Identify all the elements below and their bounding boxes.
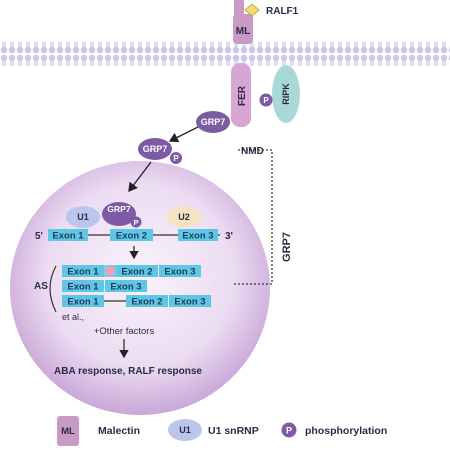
grp7-to-phospho-arrow bbox=[168, 126, 199, 143]
malectin-label: ML bbox=[236, 26, 250, 37]
et-al-label: et al., bbox=[62, 312, 84, 322]
ripk-label: RIPK bbox=[281, 83, 291, 105]
fer-phospho-label: P bbox=[263, 96, 269, 105]
legend-malectin-symbol bbox=[57, 416, 79, 446]
ralf1-ligand bbox=[244, 3, 260, 17]
pre-exon-3-label: Exon 3 bbox=[182, 231, 213, 242]
legend-malectin-text: Malectin bbox=[98, 425, 140, 437]
iso3-exon-2 bbox=[126, 295, 168, 307]
three-prime-label: 3' bbox=[225, 231, 233, 242]
grp7-phospho-label: GRP7 bbox=[143, 144, 168, 154]
grp7-nuclear-label: GRP7 bbox=[107, 204, 130, 214]
pre-exon-1 bbox=[48, 229, 88, 241]
ripk-kinase bbox=[272, 65, 300, 123]
legend-u1-symbol-text: U1 bbox=[179, 425, 191, 435]
receptor-stem-top bbox=[234, 0, 244, 15]
other-factors-label: +Other factors bbox=[94, 326, 155, 337]
iso3-exon-1-label: Exon 1 bbox=[67, 297, 99, 308]
iso2-exon-3-label: Exon 3 bbox=[110, 282, 141, 293]
plasma-membrane bbox=[0, 42, 450, 69]
u1-label: U1 bbox=[77, 212, 89, 222]
grp7-protein bbox=[196, 111, 230, 133]
fer-label: FER bbox=[237, 85, 248, 106]
iso1-exon-2-label: Exon 2 bbox=[121, 267, 152, 278]
pre-exon-2-label: Exon 2 bbox=[116, 231, 147, 242]
u2-snrnp bbox=[167, 206, 201, 228]
pre-exon-2 bbox=[110, 229, 153, 241]
grp7-nuclear-phospho bbox=[130, 216, 142, 228]
grp7-nuclear bbox=[102, 202, 136, 226]
grp7-phospho-dot bbox=[170, 152, 182, 164]
iso1-exon-3 bbox=[159, 265, 201, 277]
iso1-exon-1 bbox=[62, 265, 104, 277]
ralf1-label: RALF1 bbox=[266, 6, 299, 17]
malectin-domain bbox=[233, 14, 253, 44]
grp7-label: GRP7 bbox=[201, 117, 226, 127]
fer-phospho bbox=[259, 93, 273, 107]
grp7-nuclear-p: P bbox=[133, 218, 138, 227]
iso3-exon-1 bbox=[62, 295, 104, 307]
as-label: AS bbox=[34, 281, 48, 292]
iso3-exon-2-label: Exon 2 bbox=[131, 297, 162, 308]
nmd-label: NMD bbox=[241, 146, 264, 157]
grp7-phospho-p: P bbox=[173, 154, 179, 163]
import-arrow bbox=[128, 161, 152, 193]
iso3-exon-3 bbox=[169, 295, 211, 307]
response-label: ABA response, RALF response bbox=[54, 366, 202, 377]
as-bracket bbox=[49, 265, 57, 313]
u2-label: U2 bbox=[178, 212, 190, 222]
u1-snrnp bbox=[66, 206, 100, 228]
grp7-return-label: GRP7 bbox=[281, 232, 293, 262]
fer-kinase bbox=[231, 63, 251, 127]
iso2-exon-1 bbox=[62, 280, 104, 292]
iso1-exon-3-label: Exon 3 bbox=[164, 267, 195, 278]
five-prime-label: 5' bbox=[35, 231, 43, 242]
pre-exon-1-label: Exon 1 bbox=[52, 231, 84, 242]
iso1-exon-1-label: Exon 1 bbox=[67, 267, 99, 278]
pre-exon-3 bbox=[178, 229, 218, 241]
iso2-exon-3 bbox=[105, 280, 147, 292]
legend-phospho-text: phosphorylation bbox=[305, 425, 387, 437]
iso3-exon-3-label: Exon 3 bbox=[174, 297, 205, 308]
iso2-exon-1-label: Exon 1 bbox=[67, 282, 99, 293]
grp7-phospho-protein bbox=[138, 138, 172, 160]
legend-u1-symbol bbox=[168, 419, 202, 441]
iso1-exon-2 bbox=[116, 265, 158, 277]
legend-phospho-symbol bbox=[281, 422, 297, 438]
legend-phospho-symbol-text: P bbox=[286, 426, 292, 436]
nmd-feedback-path bbox=[234, 149, 273, 285]
iso1-retained-intron bbox=[104, 265, 116, 277]
legend-u1-text: U1 snRNP bbox=[208, 425, 259, 437]
legend-malectin-symbol-text: ML bbox=[61, 426, 75, 437]
